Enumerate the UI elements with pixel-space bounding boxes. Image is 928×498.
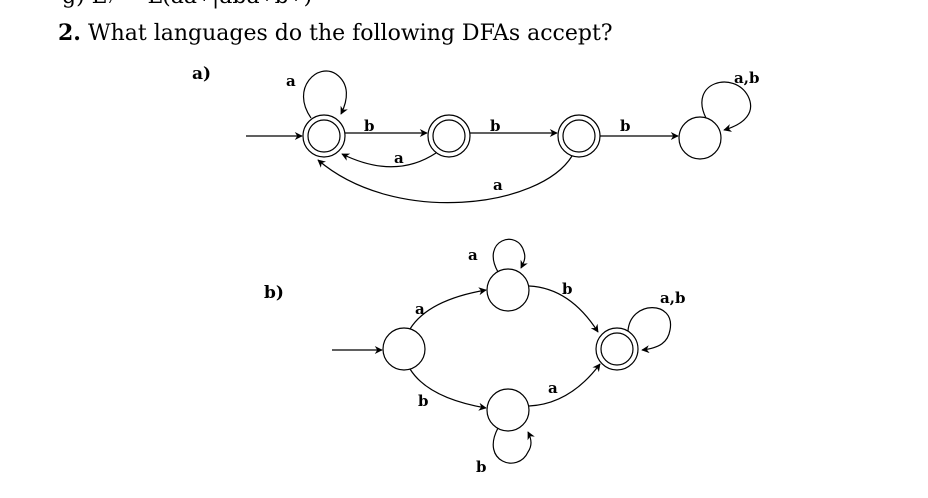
- label-b-p3-self: a,b: [660, 289, 685, 307]
- dfa-a-labels: a b a b a b a,b: [286, 69, 759, 194]
- label-b-p0-p2: b: [418, 392, 429, 410]
- transition-b-p3-self: [627, 307, 672, 354]
- transition-a-q0-self: [303, 70, 348, 119]
- transition-b-p1-self: [492, 238, 528, 273]
- state-b-p1: [486, 268, 530, 312]
- label-a-q0-self: a: [286, 72, 296, 90]
- label-b-p2-self: b: [476, 458, 487, 476]
- label-a-q2-q3: b: [620, 117, 631, 135]
- label-b-p0-p1: a: [415, 300, 425, 318]
- transition-b-p2-self: [492, 427, 535, 464]
- transition-a-q3-self: [701, 81, 752, 132]
- state-b-p0: [382, 327, 426, 371]
- part-a-label: a): [192, 64, 212, 84]
- label-a-q3-self: a,b: [734, 69, 759, 87]
- question-heading: 2. What languages do the following DFAs …: [58, 20, 613, 46]
- transition-b-p0-p1: [409, 287, 487, 330]
- previous-item-fragment: g) L₇ = L(aa∗|aba∗b∗): [62, 0, 312, 9]
- label-b-p1-p3: b: [562, 280, 573, 298]
- transition-a-q1-q0: [341, 152, 437, 168]
- question-number: 2.: [58, 20, 81, 46]
- label-b-p1-self: a: [468, 246, 478, 264]
- label-a-q1-q0: a: [394, 149, 404, 167]
- label-b-p2-p3: a: [548, 379, 558, 397]
- dfa-b-labels: a a b b b a a,b: [415, 246, 685, 476]
- state-b-p2: [486, 388, 530, 432]
- label-a-q2-q0: a: [493, 176, 503, 194]
- transition-b-p0-p2: [409, 368, 487, 411]
- dfa-b: [332, 238, 672, 464]
- state-b-p3-accepting: [595, 327, 639, 371]
- state-a-q1-accepting: [427, 114, 471, 158]
- state-a-q3-trap: [678, 116, 722, 160]
- dfa-a: [246, 70, 752, 204]
- question-text: What languages do the following DFAs acc…: [87, 21, 613, 46]
- label-a-q0-q1: b: [364, 117, 375, 135]
- transition-b-p2-p3: [528, 363, 601, 407]
- part-b-label: b): [264, 283, 284, 303]
- transition-a-q2-q0: [317, 155, 573, 204]
- label-a-q1-q2: b: [490, 117, 501, 135]
- state-a-q0-accepting: [302, 114, 346, 158]
- transition-b-p1-p3: [528, 285, 599, 333]
- state-a-q2-accepting: [557, 114, 601, 158]
